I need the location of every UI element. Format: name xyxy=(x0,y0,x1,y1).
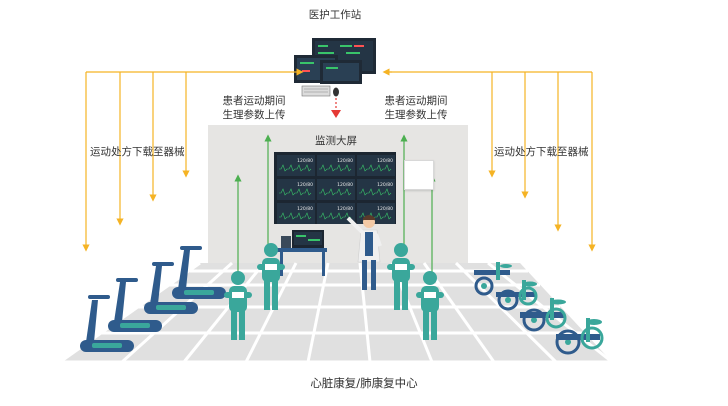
monitor-panel xyxy=(277,179,315,200)
patient-3 xyxy=(387,243,415,310)
monitor-panel xyxy=(357,179,395,200)
monitor-panel-waveform xyxy=(359,164,392,172)
monitor-panel-value: 120/80 xyxy=(297,158,313,164)
treadmill-accents xyxy=(92,290,214,348)
workstation-to-screen-arrow xyxy=(331,98,341,118)
workstation-label: 医护工作站 xyxy=(308,9,362,21)
upload-label-right-line-2: 生理参数上传 xyxy=(384,109,448,121)
patient-2 xyxy=(257,243,285,310)
monitor-panel xyxy=(277,155,315,176)
upload-label-right: 患者运动期间 生理参数上传 xyxy=(376,94,456,122)
monitor-panel xyxy=(357,155,395,176)
doctor xyxy=(346,215,382,290)
monitor-panel-value: 120/80 xyxy=(297,182,313,188)
monitor-panel-value: 120/80 xyxy=(377,206,393,212)
monitor-label: 监测大屏 xyxy=(315,135,357,147)
download-arrows-left xyxy=(82,68,304,252)
monitor-panel-waveform xyxy=(319,164,352,172)
mouse-icon xyxy=(333,87,339,97)
caption: 心脏康复/肺康复中心 xyxy=(310,376,418,390)
monitor-panel xyxy=(317,179,355,200)
download-label-right: 运动处方下载至器械 xyxy=(494,146,589,158)
monitor-panel-value: 120/80 xyxy=(337,206,353,212)
monitor-panels: 120/80 120/80 120/80 120/80 120/80 120/80 120/… xyxy=(277,155,395,224)
monitor-panel xyxy=(277,203,315,224)
bike-3 xyxy=(520,298,567,332)
monitor-panel-waveform xyxy=(279,212,312,220)
workstation-monitors xyxy=(294,38,376,84)
monitor-panel-waveform xyxy=(319,188,352,196)
bike-1 xyxy=(474,262,512,296)
monitor-panel-waveform xyxy=(319,212,352,220)
treadmill-2 xyxy=(108,278,162,332)
monitor-panel-value: 120/80 xyxy=(377,182,393,188)
monitor-panel-value: 120/80 xyxy=(297,206,313,212)
monitor-panel xyxy=(317,203,355,224)
patient-1 xyxy=(224,271,252,340)
monitor-panel xyxy=(317,155,355,176)
monitor-panel-value: 120/80 xyxy=(377,158,393,164)
edit-button[interactable] xyxy=(404,160,434,190)
upload-label-left: 患者运动期间 生理参数上传 xyxy=(214,94,294,122)
monitor-panel-waveform xyxy=(359,188,392,196)
bike-2 xyxy=(496,280,538,311)
patient-4 xyxy=(416,271,444,340)
monitor-panel-value: 120/80 xyxy=(337,158,353,164)
upload-label-left-line-2: 生理参数上传 xyxy=(222,109,286,121)
upload-label-right-line-1: 患者运动期间 xyxy=(384,95,448,107)
upload-label-left-line-1: 患者运动期间 xyxy=(222,95,286,107)
monitor-panel-waveform xyxy=(279,188,312,196)
bike-4 xyxy=(555,318,604,355)
monitor-panel-value: 120/80 xyxy=(337,182,353,188)
keyboard-icon xyxy=(301,85,331,97)
download-label-left: 运动处方下载至器械 xyxy=(90,146,185,158)
upload-arrows xyxy=(234,134,436,280)
nurse-desk xyxy=(277,230,327,276)
download-arrows-right xyxy=(382,68,596,252)
monitor-panel-waveform xyxy=(279,164,312,172)
